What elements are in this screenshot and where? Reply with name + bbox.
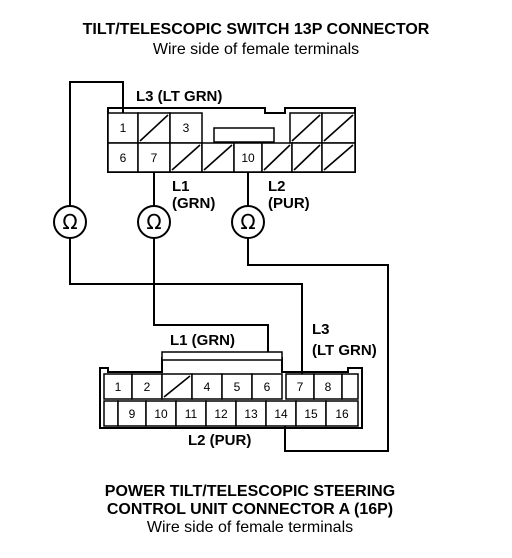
label-l3-bottom: L3	[312, 321, 330, 338]
top-pin-number: 10	[241, 151, 255, 165]
bottom-pin-number: 1	[115, 380, 122, 394]
ohmmeter-circle	[137, 205, 171, 239]
label-l1-top: L1	[172, 178, 190, 195]
ohm-icon: Ω	[240, 210, 255, 234]
ohm-icon: Ω	[146, 210, 161, 234]
ohmmeter-circle	[231, 205, 265, 239]
bottom-cavity	[145, 400, 177, 427]
top-connector: 1 3 6 7 10	[107, 107, 356, 173]
bottom-pin-number: 14	[274, 407, 288, 421]
bottom-pin-number: 15	[304, 407, 318, 421]
top-cavity	[107, 142, 139, 173]
label-l1-bottom: L1 (GRN)	[170, 332, 235, 349]
bottom-cavity	[175, 400, 207, 427]
bottom-connector-title-line1: POWER TILT/TELESCOPIC STEERING	[105, 483, 395, 500]
bottom-pin-number: 7	[297, 380, 304, 394]
bottom-cavity	[131, 373, 163, 400]
top-pin-number: 3	[183, 121, 190, 135]
top-connector-lock-tab	[213, 127, 275, 143]
label-l2-top: L2	[268, 178, 286, 195]
label-l2-top-color: (PUR)	[268, 195, 310, 212]
bottom-pin-number: 16	[335, 407, 349, 421]
bottom-connector-lock-bar	[161, 351, 283, 361]
wires	[69, 81, 389, 452]
bottom-cavity	[313, 373, 343, 400]
bottom-cavity	[265, 400, 297, 427]
bottom-cavity	[341, 373, 359, 400]
ohmmeter: Ω	[53, 205, 87, 239]
ohmmeter: Ω	[137, 205, 171, 239]
ohmmeter-circle	[53, 205, 87, 239]
bottom-connector-subtitle: Wire side of female terminals	[147, 519, 353, 536]
bottom-cavity	[251, 373, 283, 400]
ohmmeter: Ω	[231, 205, 265, 239]
bottom-pin-number: 2	[144, 380, 151, 394]
top-connector-title: TILT/TELESCOPIC SWITCH 13P CONNECTOR	[83, 21, 430, 38]
label-l3-top: L3 (LT GRN)	[136, 88, 222, 105]
bottom-cavity	[295, 400, 327, 427]
bottom-pin-number: 4	[204, 380, 211, 394]
bottom-cavity	[205, 400, 237, 427]
bottom-pin-number: 13	[244, 407, 258, 421]
bottom-pin-number: 6	[264, 380, 271, 394]
bottom-pin-number: 10	[154, 407, 168, 421]
label-l2-bottom: L2 (PUR)	[188, 432, 251, 449]
bottom-connector-title-line2: CONTROL UNIT CONNECTOR A (16P)	[107, 501, 393, 518]
top-pin-number: 1	[120, 121, 127, 135]
bottom-cavity	[103, 400, 119, 427]
bottom-pin-number: 9	[129, 407, 136, 421]
ohm-icon: Ω	[62, 210, 77, 234]
bottom-pin-number: 11	[185, 407, 198, 421]
bottom-pin-number: 5	[234, 380, 241, 394]
label-l1-top-color: (GRN)	[172, 195, 215, 212]
bottom-pin-number: 8	[325, 380, 332, 394]
top-pin-number: 6	[120, 151, 127, 165]
label-l3-bottom-color: (LT GRN)	[312, 342, 377, 359]
top-pin-number: 7	[151, 151, 158, 165]
bottom-connector: 1 2 4 5 6 7 8 9 10 11 12 13 14 15 16	[99, 351, 363, 429]
bottom-cavity	[285, 373, 315, 400]
top-connector-subtitle: Wire side of female terminals	[153, 41, 359, 58]
bottom-cavity	[325, 400, 359, 427]
bottom-pin-number: 12	[214, 407, 228, 421]
bottom-cavity	[235, 400, 267, 427]
